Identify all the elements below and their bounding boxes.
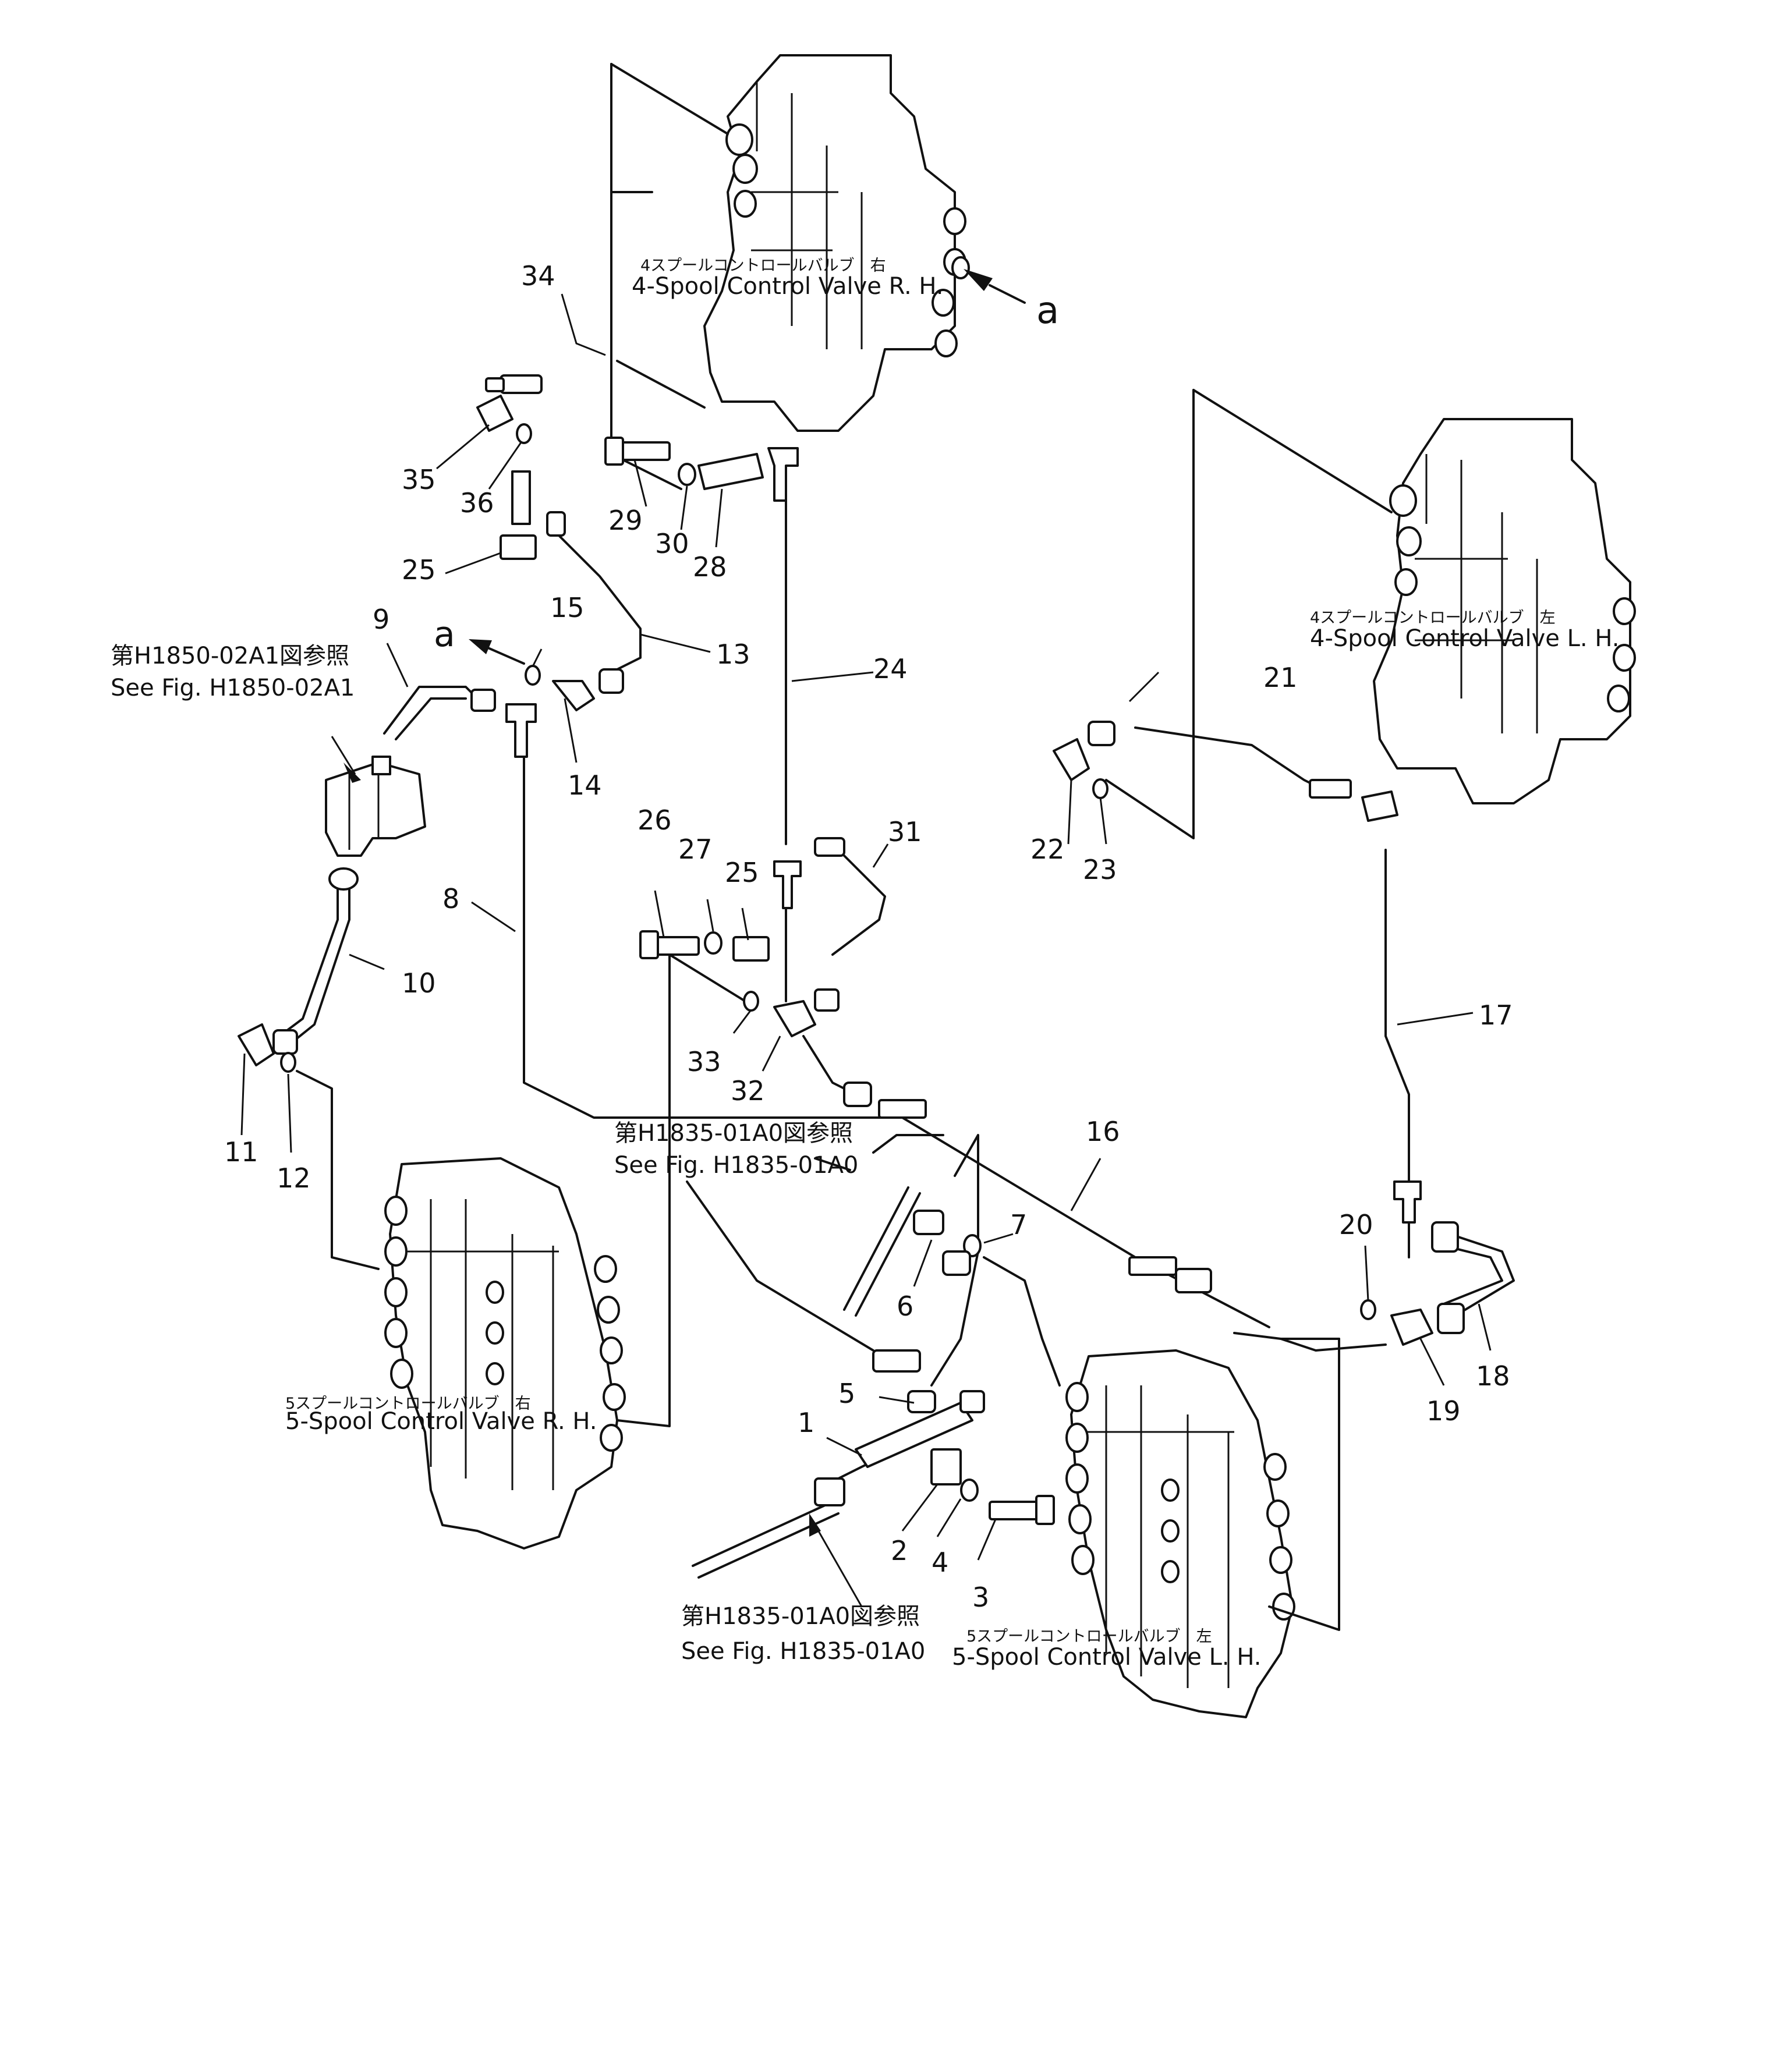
- callout-29: 29: [608, 505, 643, 536]
- callout-8: 8: [442, 883, 459, 914]
- callout-22: 22: [1030, 834, 1065, 865]
- callout-24: 24: [873, 653, 908, 685]
- view-marker-a-left: a: [434, 614, 455, 655]
- callout-19: 19: [1426, 1395, 1461, 1427]
- callout-32: 32: [731, 1075, 765, 1107]
- callout-26: 26: [638, 804, 672, 836]
- callout-27: 27: [678, 834, 713, 865]
- valve-5spool-rh: [384, 1157, 626, 1550]
- valve-4spool-lh-jp: 4スプールコントロールバルブ 左: [1310, 609, 1556, 627]
- callout-23: 23: [1083, 854, 1117, 885]
- pipe-lines: [278, 63, 1515, 1631]
- valve-5spool-lh-en: 5-Spool Control Valve L. H.: [952, 1644, 1261, 1671]
- callout-31: 31: [888, 816, 922, 848]
- callout-12: 12: [277, 1162, 311, 1194]
- callout-3: 3: [972, 1582, 989, 1613]
- callout-4: 4: [932, 1547, 948, 1578]
- callout-6: 6: [897, 1290, 913, 1322]
- ref-h1835-mid-jp: 第H1835-01A0図参照: [614, 1120, 853, 1147]
- callout-5: 5: [838, 1378, 855, 1409]
- valve-5spool-rh-jp: 5スプールコントロールバルブ 右: [285, 1395, 531, 1413]
- callout-1: 1: [798, 1407, 814, 1438]
- callout-9: 9: [373, 604, 389, 635]
- valve-5spool-lh: [1065, 1349, 1295, 1718]
- valve-4spool-rh-en: 4-Spool Control Valve R. H.: [632, 273, 944, 300]
- callout-18: 18: [1476, 1360, 1510, 1392]
- ref-h1835-bot-jp: 第H1835-01A0図参照: [681, 1603, 920, 1630]
- callout-13: 13: [716, 639, 750, 670]
- valve-5spool-lh-jp: 5スプールコントロールバルブ 左: [966, 1628, 1212, 1646]
- callout-10: 10: [402, 967, 436, 999]
- callout-25-upper: 25: [402, 554, 436, 586]
- callout-30: 30: [655, 528, 689, 559]
- callout-16: 16: [1086, 1116, 1120, 1147]
- leader-lines: [240, 269, 1492, 1607]
- ref-h1835-bot-en: See Fig. H1835-01A0: [681, 1638, 925, 1665]
- callout-14: 14: [568, 770, 602, 801]
- callout-33: 33: [687, 1046, 721, 1077]
- ref-h1850-jp: 第H1850-02A1図参照: [111, 643, 349, 669]
- callout-35: 35: [402, 464, 436, 495]
- valve-4spool-rh: [703, 54, 970, 432]
- valve-4spool-lh: [1373, 418, 1636, 804]
- valve-4spool-rh-jp: 4スプールコントロールバルブ 右: [640, 257, 886, 275]
- callout-7: 7: [1010, 1209, 1027, 1240]
- ref-h1850-en: See Fig. H1850-02A1: [111, 675, 355, 701]
- callout-15: 15: [550, 592, 585, 623]
- callout-34: 34: [521, 260, 555, 292]
- view-marker-a-top: a: [1036, 289, 1059, 332]
- fittings: [238, 374, 1465, 1525]
- callout-11: 11: [224, 1136, 258, 1168]
- solenoid-block: [325, 756, 426, 857]
- callout-28: 28: [693, 551, 727, 583]
- callout-20: 20: [1339, 1209, 1373, 1240]
- valve-4spool-lh-en: 4-Spool Control Valve L. H.: [1310, 625, 1619, 652]
- callout-25-lower: 25: [725, 857, 759, 888]
- callout-21: 21: [1263, 662, 1298, 693]
- callout-2: 2: [891, 1535, 908, 1566]
- callout-numbers: 1 2 3 4 5 6 7 8 9 10 11 12 13 14 15 16 1…: [224, 260, 1513, 1613]
- ref-h1835-mid-en: See Fig. H1835-01A0: [614, 1152, 858, 1179]
- callout-36: 36: [460, 487, 494, 519]
- valve-5spool-rh-en: 5-Spool Control Valve R. H.: [285, 1408, 597, 1435]
- callout-17: 17: [1479, 999, 1513, 1031]
